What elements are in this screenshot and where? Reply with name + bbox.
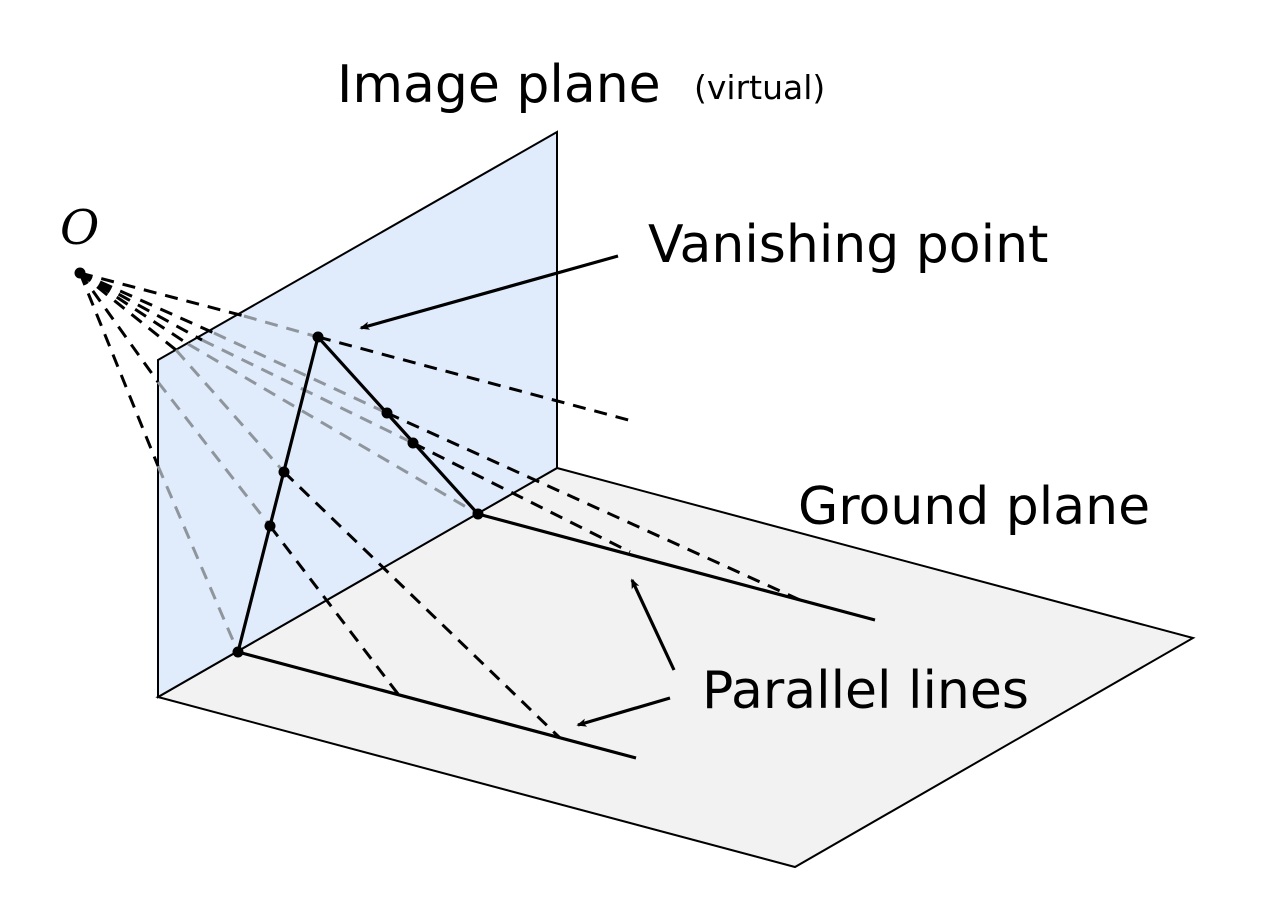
ray-black-7 — [79, 271, 189, 346]
parallel-line-left — [237, 650, 637, 760]
ray-black-1 — [78, 272, 160, 467]
point-left-1 — [278, 466, 290, 478]
image-plane-label: Image plane — [337, 55, 661, 115]
points — [74, 267, 484, 658]
origin-point — [74, 267, 86, 279]
point-right-1 — [381, 407, 393, 419]
vanishing-point-dot — [312, 331, 324, 343]
point-left-2 — [264, 520, 276, 532]
ray-black-c — [282, 470, 562, 740]
virtual-label: (virtual) — [694, 68, 825, 107]
ray-black-4 — [79, 271, 245, 318]
ray-grey-1 — [156, 465, 240, 653]
point-right-base — [472, 508, 484, 520]
point-left-base — [232, 646, 244, 658]
ray-black-d — [268, 525, 400, 695]
parallel-line-right — [477, 512, 876, 622]
projection-rays-grey — [156, 314, 479, 653]
projection-rays-black — [78, 271, 801, 740]
parallel-lines-arrow-up — [630, 578, 676, 671]
ray-black-a — [386, 411, 801, 602]
ray-grey-2 — [156, 381, 272, 527]
ray-grey-5 — [213, 331, 388, 415]
point-right-2 — [407, 437, 419, 449]
ray-black-vp — [317, 335, 637, 424]
ray-black-6 — [79, 271, 203, 342]
ray-black-5 — [79, 271, 215, 335]
ground-plane-label: Ground plane — [798, 477, 1150, 537]
ray-grey-7 — [187, 342, 479, 516]
ray-grey-4 — [243, 314, 319, 339]
origin-label: O — [60, 200, 99, 256]
ray-black-b — [412, 441, 631, 554]
parallel-lines-arrow-left — [576, 696, 671, 727]
ray-grey-6 — [201, 338, 414, 445]
image-plane — [157, 130, 558, 699]
ray-black-2 — [78, 272, 160, 383]
vanishing-point-arrow — [359, 254, 619, 330]
vanishing-point-label: Vanishing point — [648, 215, 1048, 275]
ray-grey-3 — [174, 349, 286, 473]
parallel-lines-label: Parallel lines — [702, 661, 1029, 721]
